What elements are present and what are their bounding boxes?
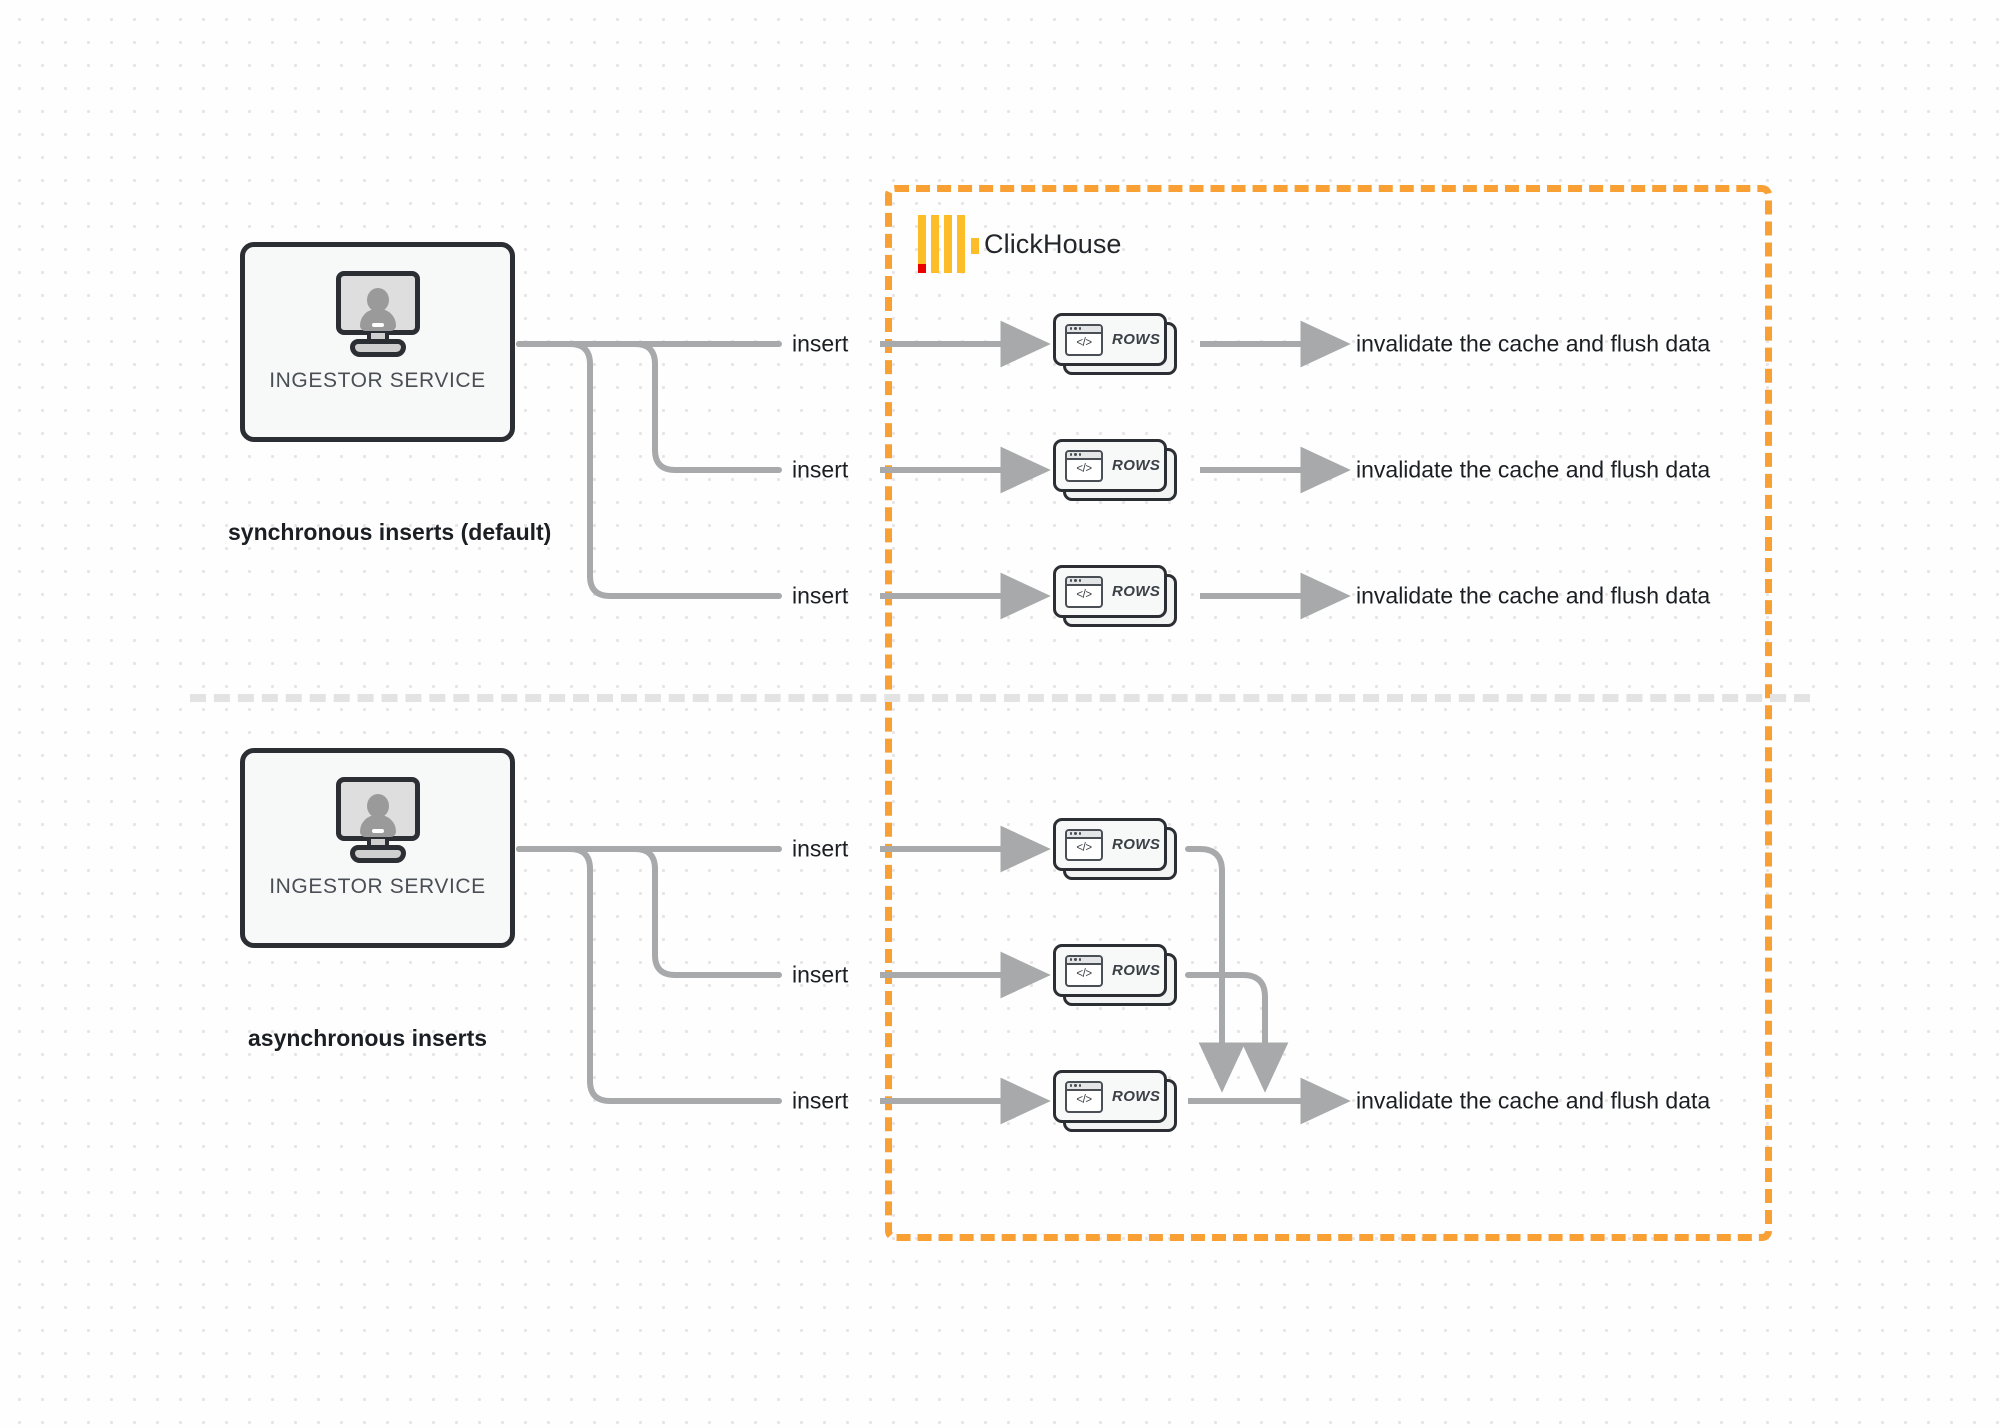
monitor-base [349,339,406,357]
rows-label: ROWS [1112,457,1161,474]
section-divider [190,694,1810,702]
monitor-indicator [371,323,384,327]
logo-nub [971,238,979,254]
flush-result-label: invalidate the cache and flush data [1356,1087,1711,1114]
logo-bar-3 [944,215,952,273]
clickhouse-logo-icon [918,215,979,273]
clickhouse-boundary [885,185,1772,1241]
code-window-titlebar [1067,577,1101,586]
code-window-titlebar [1067,830,1101,839]
monitor-indicator [371,829,384,833]
clickhouse-label: ClickHouse [984,228,1122,259]
rows-card-front: </> ROWS [1053,944,1167,997]
monitor-screen [335,271,420,335]
section-label-asynchronous: asynchronous inserts [248,1025,488,1051]
code-window-glyph: </> [1076,588,1092,601]
code-window-titlebar [1067,1082,1101,1091]
insert-label: insert [792,330,849,357]
code-window-icon: </> [1065,449,1103,482]
logo-bar-2 [931,215,939,273]
insert-label: insert [792,456,849,483]
rows-label: ROWS [1112,331,1161,348]
ingestor-service-async[interactable]: INGESTOR SERVICE [240,748,515,948]
insert-label: insert [792,835,849,862]
flush-result-label: invalidate the cache and flush data [1356,456,1711,483]
logo-bar-4 [957,215,965,273]
rows-card[interactable]: </> ROWS [1053,818,1177,880]
rows-card-front: </> ROWS [1053,565,1167,618]
user-body [359,309,396,331]
code-window-glyph: </> [1076,462,1092,475]
logo-red-dot [918,264,926,273]
monitor-user-icon [332,271,424,357]
insert-label: insert [792,582,849,609]
code-window-titlebar [1067,451,1101,460]
code-window-icon: </> [1065,323,1103,356]
ingestor-service-label-async: INGESTOR SERVICE [269,875,486,898]
insert-label: insert [792,961,849,988]
code-window-glyph: </> [1076,1093,1092,1106]
flush-result-label: invalidate the cache and flush data [1356,330,1711,357]
monitor-neck [366,333,389,343]
monitor-user-icon [332,777,424,863]
rows-card-front: </> ROWS [1053,1070,1167,1123]
rows-label: ROWS [1112,1088,1161,1105]
user-head [366,288,389,312]
code-window-icon: </> [1065,1080,1103,1113]
rows-card-front: </> ROWS [1053,313,1167,366]
ingestor-service-label-sync: INGESTOR SERVICE [269,369,486,392]
code-window-glyph: </> [1076,967,1092,980]
clickhouse-brand: ClickHouse [918,215,1122,273]
rows-card[interactable]: </> ROWS [1053,944,1177,1006]
rows-card[interactable]: </> ROWS [1053,1070,1177,1132]
rows-card[interactable]: </> ROWS [1053,565,1177,627]
code-window-glyph: </> [1076,841,1092,854]
monitor-screen [335,777,420,841]
code-window-titlebar [1067,325,1101,334]
code-window-glyph: </> [1076,336,1092,349]
code-window-titlebar [1067,956,1101,965]
monitor-base [349,845,406,863]
insert-label: insert [792,1087,849,1114]
monitor-neck [366,839,389,849]
section-label-synchronous: synchronous inserts (default) [228,519,552,545]
rows-label: ROWS [1112,836,1161,853]
ingestor-service-sync[interactable]: INGESTOR SERVICE [240,242,515,442]
code-window-icon: </> [1065,954,1103,987]
logo-bar-1 [918,215,926,273]
rows-label: ROWS [1112,583,1161,600]
rows-card-front: </> ROWS [1053,439,1167,492]
user-body [359,815,396,837]
user-head [366,794,389,818]
rows-label: ROWS [1112,962,1161,979]
rows-card[interactable]: </> ROWS [1053,313,1177,375]
flush-result-label: invalidate the cache and flush data [1356,582,1711,609]
rows-card-front: </> ROWS [1053,818,1167,871]
code-window-icon: </> [1065,575,1103,608]
code-window-icon: </> [1065,828,1103,861]
rows-card[interactable]: </> ROWS [1053,439,1177,501]
